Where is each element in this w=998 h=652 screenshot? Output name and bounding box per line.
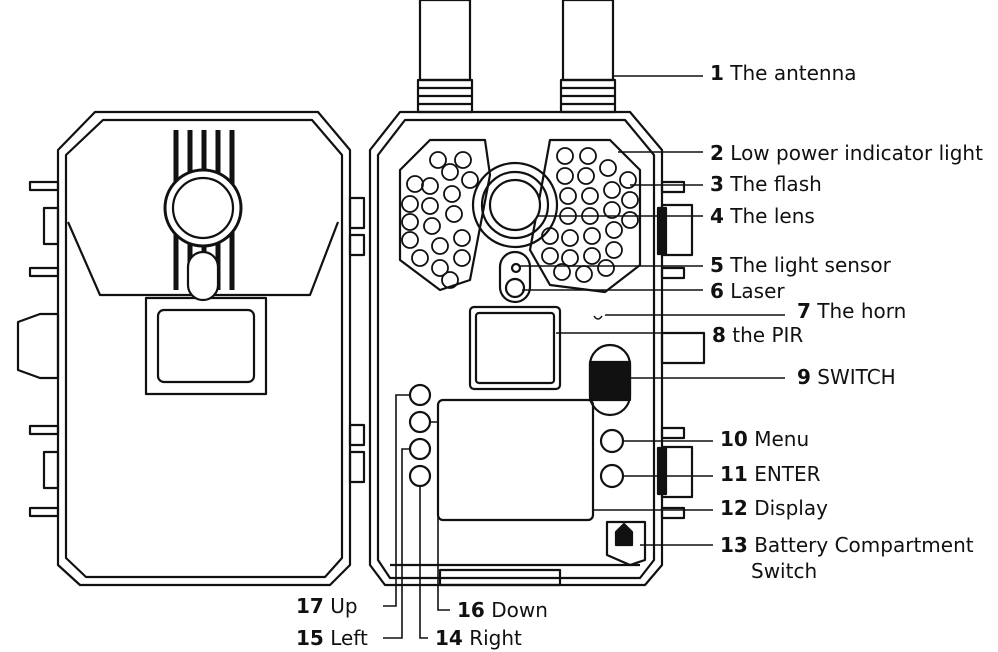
label-right: 14 Right [435,626,522,650]
label-display: 12 Display [720,496,828,520]
label-flash: 3 The flash [710,172,822,196]
label-laser: 6 Laser [710,279,785,303]
lens [471,161,559,249]
label-pir: 8 the PIR [712,323,803,347]
callout-labels: 1 The antenna 2 Low power indicator ligh… [296,61,983,650]
label-up: 17 Up [296,594,358,618]
label-down: 16 Down [457,598,548,622]
label-light-sensor: 5 The light sensor [710,253,892,277]
camera-front-door [16,110,366,587]
label-battery-switch: 13 Battery Compartment [720,533,974,557]
label-left: 15 Left [296,626,368,650]
camera-body [368,0,706,587]
leader-lines [383,75,785,639]
label-low-power-indicator: 2 Low power indicator light [710,141,983,165]
label-lens: 4 The lens [710,204,815,228]
label-switch: 9 SWITCH [797,365,896,389]
label-battery-switch-line2: Switch [751,559,817,583]
label-antenna: 1 The antenna [710,61,857,85]
label-horn: 7 The horn [797,299,906,323]
label-enter: 11 ENTER [720,462,821,486]
label-menu: 10 Menu [720,427,809,451]
ir-led-array [401,147,639,289]
